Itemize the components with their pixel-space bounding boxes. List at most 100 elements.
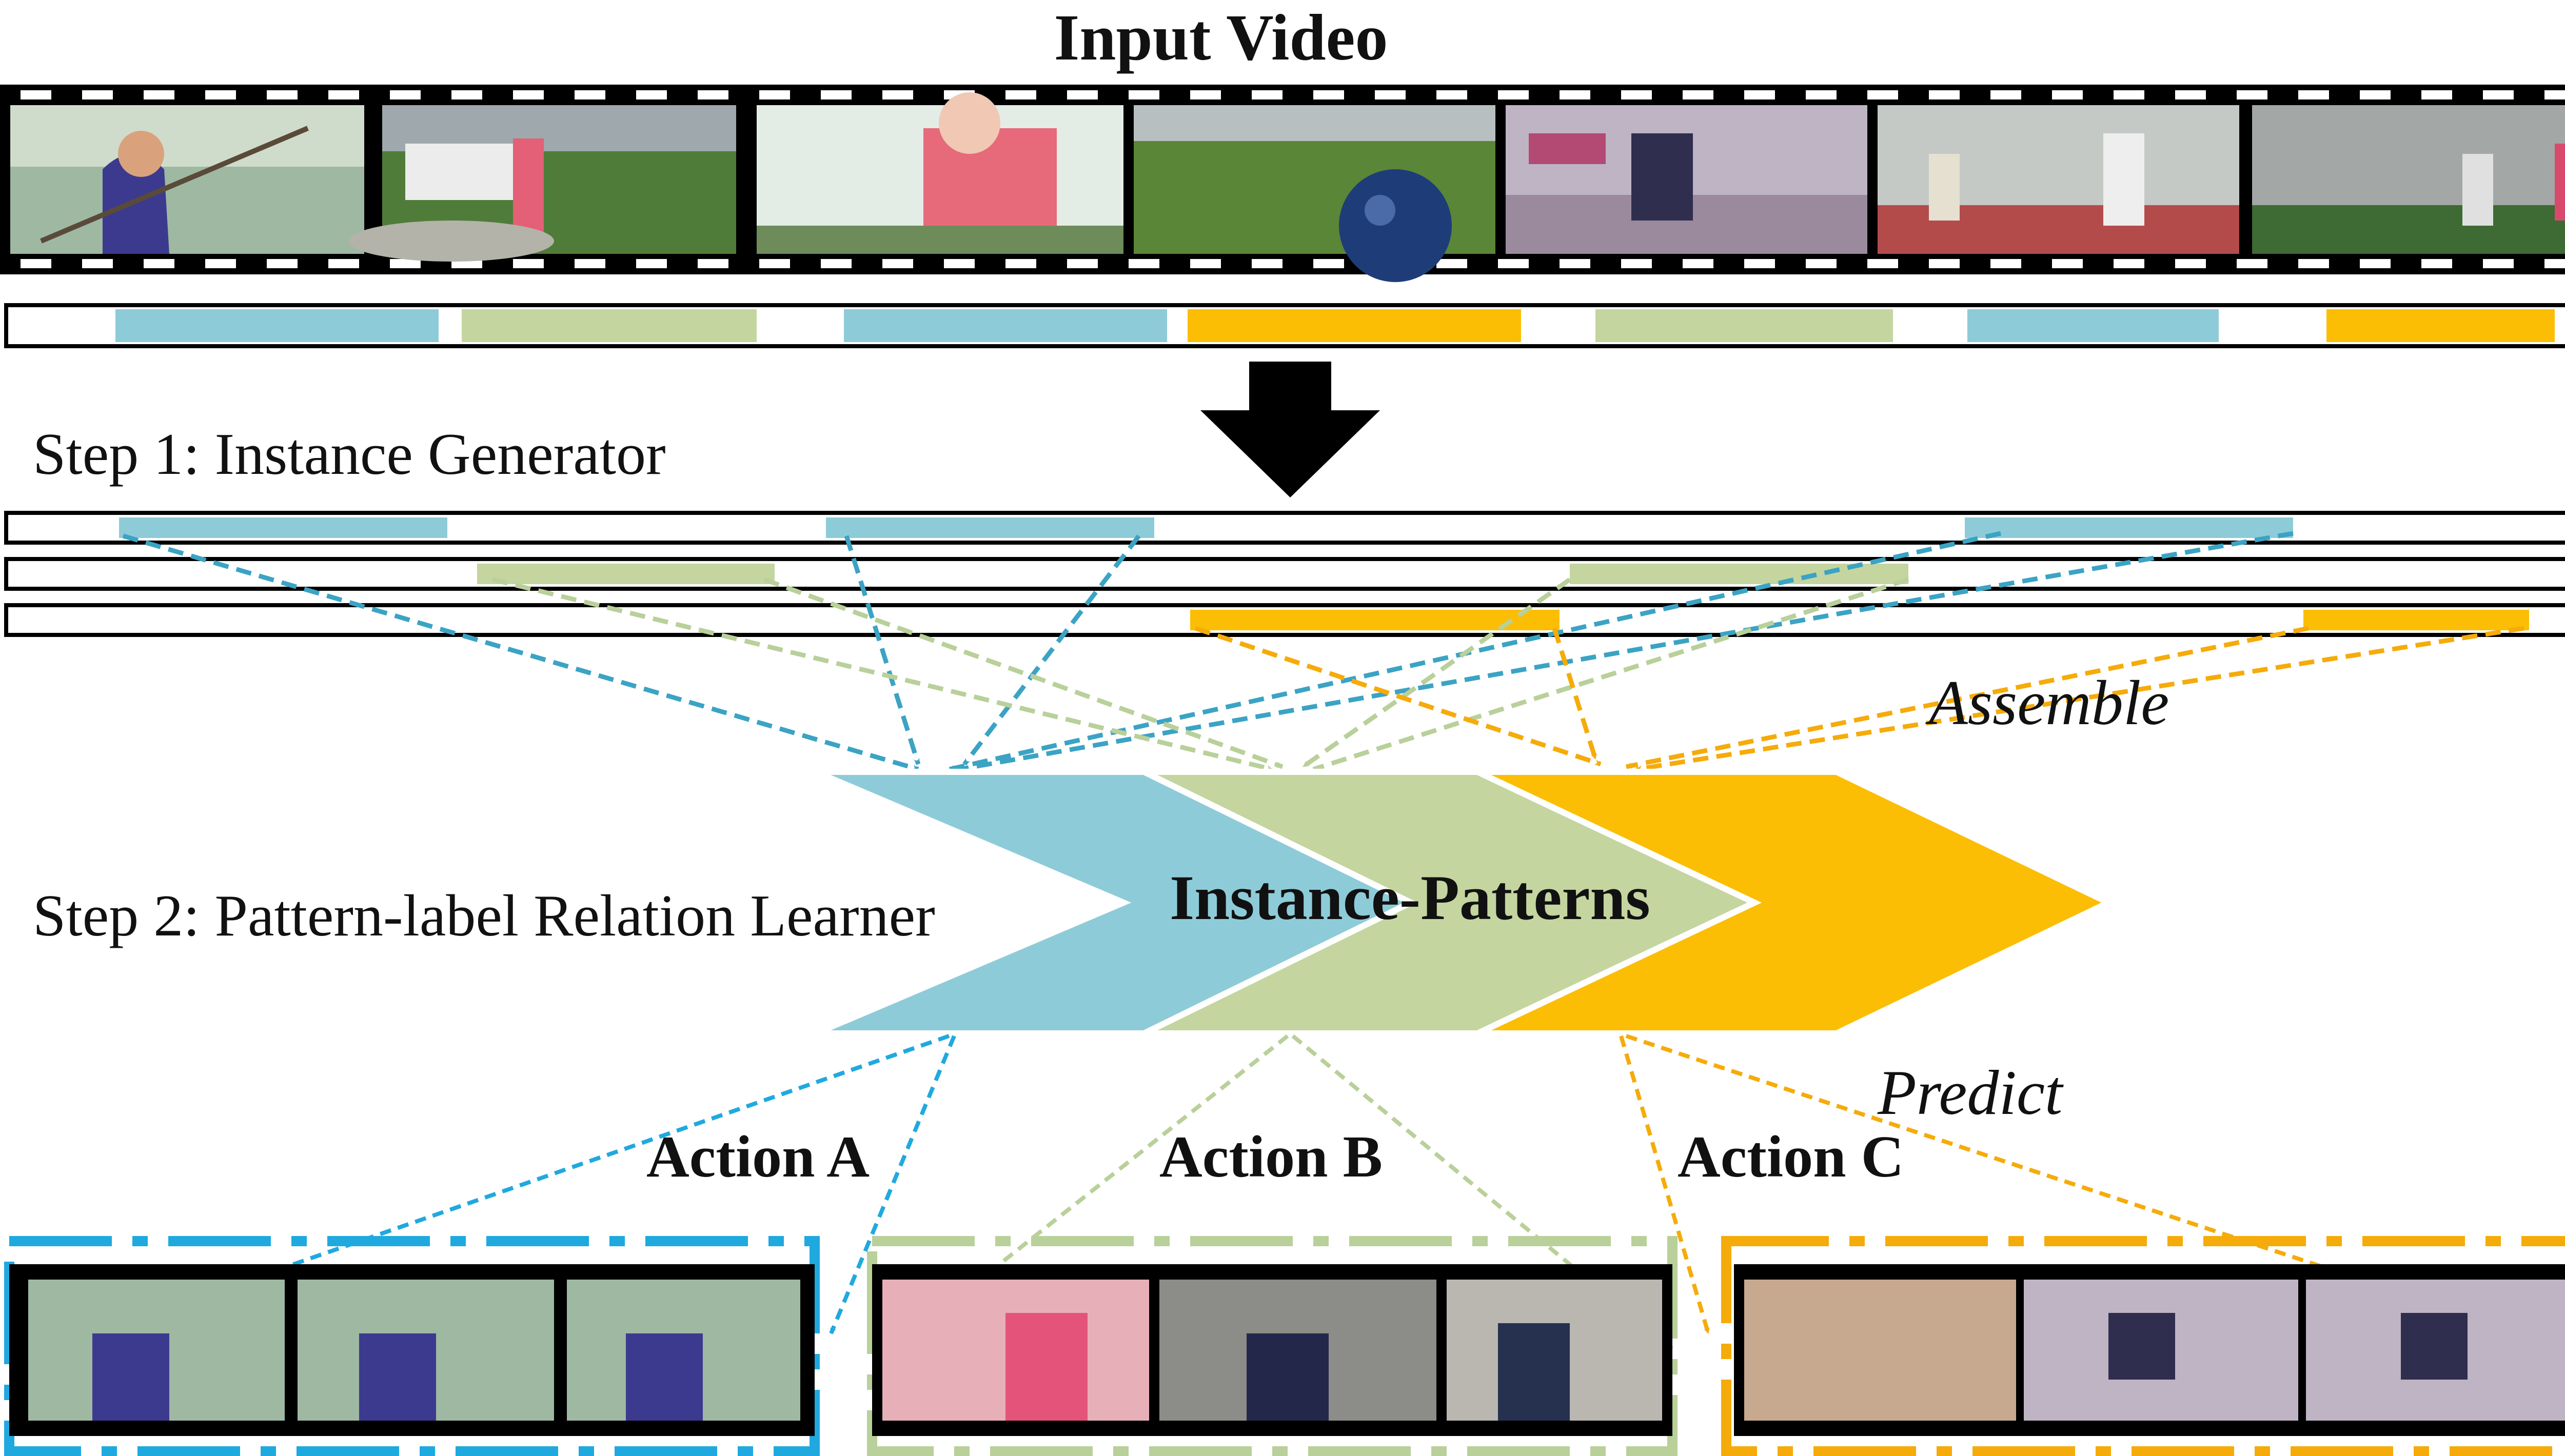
step2-label: Step 2: Pattern-label Relation Learner (33, 883, 935, 949)
input-filmstrip (0, 85, 2565, 282)
sprocket-hole (2360, 259, 2391, 268)
sprocket-hole (1929, 90, 1960, 99)
sprocket-hole (1929, 259, 1960, 268)
sprocket-hole (1990, 259, 2021, 268)
sprocket-hole (1129, 259, 1159, 268)
sprocket-hole (1129, 90, 1159, 99)
sprocket-hole (636, 259, 667, 268)
sprocket-hole (1436, 90, 1467, 99)
sprocket-hole (1067, 259, 1098, 268)
sprocket-hole (1560, 90, 1590, 99)
action-a-label: Action A (646, 1124, 870, 1190)
sprocket-hole (698, 259, 728, 268)
sprocket-hole (759, 259, 790, 268)
sprocket-hole (698, 90, 728, 99)
sprocket-hole (205, 259, 236, 268)
sprocket-hole (1067, 90, 1098, 99)
sprocket-hole (1867, 259, 1898, 268)
annotation-segments (115, 309, 2555, 342)
sprocket-hole (267, 90, 298, 99)
output-clip-a (4, 1236, 820, 1456)
sprocket-hole (1560, 259, 1590, 268)
sprocket-hole (1005, 259, 1036, 268)
sprocket-hole (2052, 259, 2083, 268)
sprocket-hole (21, 90, 51, 99)
down-arrow-icon (1200, 362, 1380, 497)
sprocket-hole (328, 259, 359, 268)
sprocket-hole (2175, 90, 2206, 99)
sprocket-hole (328, 90, 359, 99)
sprocket-hole (390, 90, 421, 99)
chevron-blue (814, 769, 1418, 1036)
sprocket-hole (1683, 259, 1713, 268)
sprocket-hole (1621, 259, 1652, 268)
filmstrip-icon (21, 90, 2565, 268)
sprocket-hole (2421, 259, 2452, 268)
output-clip-c (1721, 1236, 2565, 1456)
sprocket-hole (1190, 90, 1221, 99)
sprocket-hole (1252, 259, 1282, 268)
video-frames (10, 92, 2565, 282)
sprocket-hole (2175, 259, 2206, 268)
predict-label: Predict (1878, 1058, 2063, 1128)
action-c-label: Action C (1678, 1124, 1904, 1190)
sprocket-hole (1744, 259, 1775, 268)
sprocket-hole (2237, 90, 2267, 99)
sprocket-hole (144, 259, 174, 268)
sprocket-hole (2114, 259, 2144, 268)
instance-pattern-chevrons (814, 769, 2116, 1036)
sprocket-hole (1190, 259, 1221, 268)
sprocket-hole (2298, 259, 2329, 268)
sprocket-hole (2483, 90, 2514, 99)
instance-patterns-label: Instance-Patterns (1170, 863, 1650, 933)
sprocket-hole (2052, 90, 2083, 99)
sprocket-hole (882, 259, 913, 268)
sprocket-hole (1621, 90, 1652, 99)
sprocket-hole (144, 90, 174, 99)
input-video-title: Input Video (1054, 1, 1388, 74)
sprocket-hole (513, 90, 544, 99)
sprocket-hole (1498, 90, 1529, 99)
sprocket-hole (1436, 259, 1467, 268)
sprocket-hole (2360, 90, 2391, 99)
sprocket-hole (575, 259, 605, 268)
sprocket-hole (1498, 259, 1529, 268)
sprocket-hole (636, 90, 667, 99)
sprocket-hole (2114, 90, 2144, 99)
sprocket-hole (759, 90, 790, 99)
sprocket-hole (267, 259, 298, 268)
sprocket-hole (1313, 259, 1344, 268)
instance-rows (4, 511, 2565, 637)
sprocket-hole (390, 259, 421, 268)
sprocket-hole (1806, 259, 1837, 268)
sprocket-hole (1990, 90, 2021, 99)
step1-label: Step 1: Instance Generator (33, 422, 666, 487)
sprocket-hole (944, 259, 975, 268)
sprocket-hole (1744, 90, 1775, 99)
assemble-arrows (122, 531, 2524, 772)
sprocket-hole (2544, 90, 2565, 99)
sprocket-hole (2421, 90, 2452, 99)
sprocket-hole (21, 259, 51, 268)
output-clip-b (867, 1236, 1678, 1456)
sprocket-hole (575, 90, 605, 99)
sprocket-hole (1252, 90, 1282, 99)
sprocket-hole (513, 259, 544, 268)
sprocket-hole (2544, 259, 2565, 268)
sprocket-hole (882, 90, 913, 99)
sprocket-hole (1313, 90, 1344, 99)
sprocket-hole (821, 90, 852, 99)
sprocket-hole (1375, 90, 1406, 99)
sprocket-hole (2298, 90, 2329, 99)
action-b-label: Action B (1159, 1124, 1383, 1190)
sprocket-hole (821, 259, 852, 268)
sprocket-hole (1005, 90, 1036, 99)
sprocket-hole (1867, 90, 1898, 99)
sprocket-hole (2237, 259, 2267, 268)
sprocket-hole (82, 90, 113, 99)
assemble-label: Assemble (1929, 668, 2169, 738)
sprocket-hole (2483, 259, 2514, 268)
sprocket-hole (451, 90, 482, 99)
sprocket-hole (205, 90, 236, 99)
